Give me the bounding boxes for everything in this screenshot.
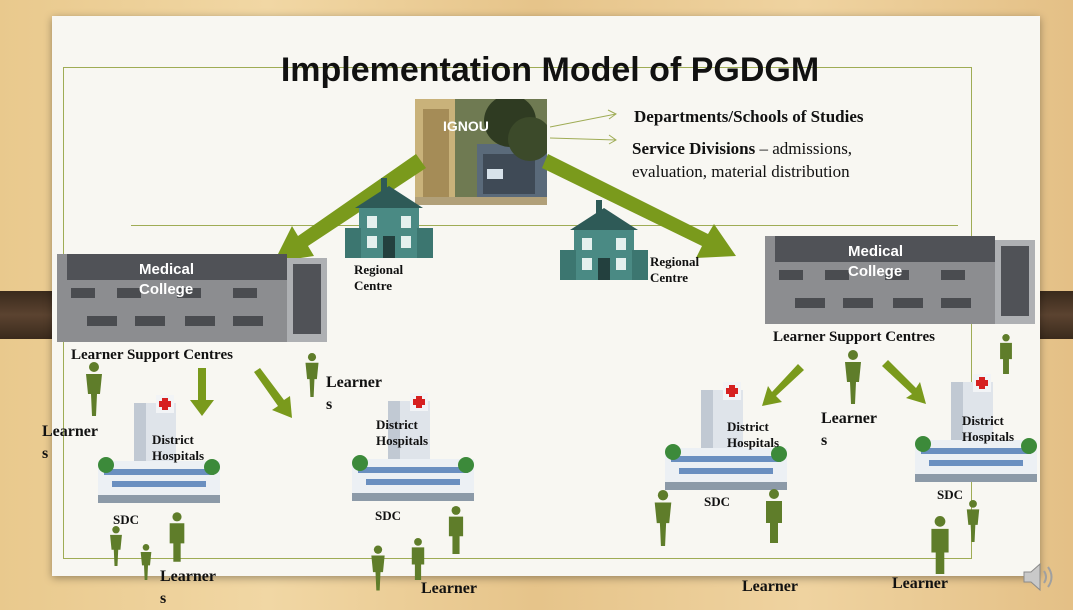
ignou-building-image	[415, 99, 547, 205]
medical-college-building-left	[57, 254, 327, 342]
regional-centre-label-left: Regional Centre	[354, 262, 404, 293]
medical-college-line1: Medical	[139, 261, 195, 278]
learner-person-icon-14	[966, 500, 980, 542]
learner-person-icon-8	[371, 545, 385, 591]
wood-strip-right	[1040, 291, 1073, 339]
medical-college-line2: College	[848, 263, 903, 280]
learner-person-icon-7	[411, 538, 425, 580]
learners-line1: Learner	[421, 580, 477, 597]
learners-label-4: Learner	[421, 578, 477, 600]
learners-label-2: Learner s	[326, 372, 382, 416]
service-divisions-item: Service Divisions – admissions, evaluati…	[632, 137, 852, 183]
district-hospital-line1: District	[152, 432, 194, 447]
arrow-lsc-diag-right-a	[762, 364, 804, 406]
learners-label-5: Learner s	[821, 408, 877, 452]
arrow-lsc-diag-right-b	[882, 360, 926, 404]
ignou-label: IGNOU	[443, 118, 489, 134]
departments-item: Departments/Schools of Studies	[634, 107, 864, 126]
learner-person-icon-1	[86, 362, 102, 416]
district-hospital-line2: Hospitals	[376, 433, 429, 448]
learners-line2: s	[42, 445, 49, 462]
district-hospital-building-2	[352, 393, 474, 501]
arrow-ignou-to-left	[274, 154, 426, 262]
learner-person-icon-3	[169, 512, 185, 562]
learners-line1: Learner	[821, 410, 877, 427]
learners-line1: Learner	[742, 578, 798, 595]
learner-person-icon-6	[448, 506, 464, 554]
page-title: Implementation Model of PGDGM	[280, 51, 820, 89]
arrow-ignou-to-right	[542, 154, 736, 258]
learner-support-centres-left: Learner Support Centres	[71, 347, 233, 363]
regional-centre-building-left	[345, 178, 433, 258]
learner-support-centres-right: Learner Support Centres	[773, 329, 935, 345]
district-hospital-label-2: District Hospitals	[376, 417, 428, 449]
learner-person-icon-9	[845, 350, 861, 404]
wood-strip-left	[0, 291, 52, 339]
learners-line2: s	[821, 432, 828, 449]
sdc-label-3: SDC	[704, 494, 731, 509]
district-hospital-line2: Hospitals	[962, 429, 1015, 444]
learners-label-1: Learner s	[42, 421, 98, 465]
learners-line2: s	[326, 396, 333, 413]
district-hospital-building-3	[665, 382, 787, 490]
sdc-label-4: SDC	[937, 487, 964, 502]
district-hospital-label-4: District Hospitals	[962, 413, 1014, 445]
learners-line1: Learner	[42, 423, 98, 440]
learners-label-6: Learner	[742, 576, 798, 598]
district-hospital-line2: Hospitals	[727, 435, 780, 450]
district-hospital-line1: District	[962, 413, 1004, 428]
district-hospital-label-1: District Hospitals	[152, 432, 204, 464]
arrow-lsc-down-left	[190, 368, 214, 416]
medical-college-label-left: Medical College	[139, 260, 194, 300]
district-hospital-building-4	[915, 374, 1037, 482]
medical-college-line2: College	[139, 281, 194, 298]
learner-person-icon-5	[140, 544, 152, 580]
district-hospital-line1: District	[727, 419, 769, 434]
learner-person-icon-11	[654, 490, 672, 546]
arrow-lsc-diag-left	[254, 368, 292, 418]
speaker-icon[interactable]	[1022, 561, 1058, 593]
learners-label-3: Learner s	[160, 566, 216, 610]
learner-person-icon-4	[110, 526, 122, 566]
learners-line1: Learner	[160, 568, 216, 585]
learner-person-icon-12	[766, 489, 782, 543]
learners-line1: Learner	[892, 575, 948, 592]
medical-college-label-right: Medical College	[848, 242, 903, 282]
learner-person-icon-2	[305, 353, 319, 397]
district-hospital-line2: Hospitals	[152, 448, 205, 463]
sdc-label-1: SDC	[113, 512, 140, 527]
district-hospital-line1: District	[376, 417, 418, 432]
learners-line1: Learner	[326, 374, 382, 391]
service-divisions-bold: Service Divisions	[632, 139, 756, 158]
regional-centre-building-right	[560, 200, 648, 280]
district-hospital-label-3: District Hospitals	[727, 419, 779, 451]
learners-label-7: Learner	[892, 573, 948, 595]
learner-person-icon-10	[1000, 334, 1012, 374]
regional-centre-label-right: Regional Centre	[650, 254, 700, 285]
divider-line	[131, 225, 958, 226]
medical-college-line1: Medical	[848, 243, 904, 260]
service-divisions-line2: evaluation, material distribution	[632, 162, 850, 181]
learner-person-icon-13	[931, 516, 949, 574]
medical-college-building-right	[765, 236, 1035, 324]
learners-line2: s	[160, 590, 167, 607]
sdc-label-2: SDC	[375, 508, 402, 523]
service-divisions-rest: – admissions,	[755, 139, 853, 158]
list-pointer-arrows	[549, 109, 617, 145]
district-hospital-building-1	[98, 395, 220, 503]
